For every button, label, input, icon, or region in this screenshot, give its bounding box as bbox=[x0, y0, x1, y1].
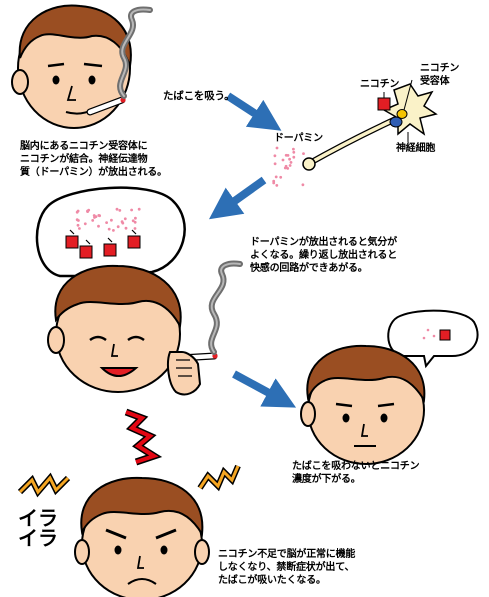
dopamine-dot bbox=[76, 223, 80, 227]
dopamine-dot bbox=[118, 209, 122, 212]
dopamine-dot bbox=[97, 224, 100, 228]
dopamine-dot bbox=[115, 207, 119, 211]
dopamine-dot bbox=[86, 210, 89, 214]
dopamine-dot bbox=[286, 167, 290, 170]
thought-bubble-small bbox=[387, 309, 479, 369]
neuron-icon bbox=[302, 83, 438, 171]
dopamine-dot bbox=[134, 216, 137, 220]
dopamine-dot bbox=[272, 181, 276, 185]
dopamine-dot bbox=[301, 183, 305, 187]
label-nerve-cell: 神経細胞 bbox=[396, 143, 436, 154]
nerve-cell-body bbox=[382, 83, 438, 136]
dopamine-dot bbox=[124, 226, 128, 230]
dopamine-dot bbox=[289, 161, 293, 164]
label-nicotine: ニコチン bbox=[360, 79, 400, 90]
dopamine-dot bbox=[288, 157, 291, 161]
dopamine-dot bbox=[76, 209, 80, 213]
dopamine-dot bbox=[275, 146, 279, 150]
flow-arrow-1 bbox=[225, 92, 282, 131]
dopamine-dot bbox=[284, 153, 288, 157]
dopamine-dot bbox=[105, 221, 108, 225]
dopamine-dot bbox=[292, 147, 295, 151]
caption-receptor: 脳内にあるニコチン受容体に ニコチンが結合。神経伝達物 質（ドーパミン）が放出さ… bbox=[20, 141, 167, 178]
dopamine-dot bbox=[110, 218, 113, 222]
caption-smoke: たばこを吸う。 bbox=[163, 90, 235, 102]
dopamine-dot bbox=[112, 229, 115, 232]
smoking-man-face bbox=[11, 4, 132, 129]
neutral-man-face bbox=[300, 344, 426, 465]
smoke-icon-2 bbox=[208, 260, 243, 355]
dopamine-dot bbox=[97, 214, 101, 217]
dopamine-dot bbox=[77, 219, 80, 222]
hand-with-cigarette-icon bbox=[167, 351, 218, 396]
happy-man-face bbox=[47, 264, 182, 393]
dopamine-dot bbox=[283, 166, 287, 170]
dopamine-dot bbox=[292, 150, 296, 154]
cigarette-icon bbox=[86, 96, 126, 116]
dopamine-dot bbox=[274, 175, 278, 179]
dopamine-dot bbox=[292, 155, 296, 159]
irritated-man-face bbox=[74, 476, 210, 597]
dopamine-particles bbox=[272, 146, 305, 187]
dopamine-dot bbox=[275, 184, 279, 187]
dopamine-dot bbox=[281, 158, 285, 162]
dopamine-particles-bubble bbox=[75, 207, 141, 232]
dopamine-dot bbox=[121, 221, 125, 225]
dopamine-dot bbox=[137, 207, 141, 211]
dopamine-dot bbox=[133, 220, 137, 224]
dopamine-dot bbox=[273, 154, 277, 158]
dopamine-dot bbox=[116, 225, 120, 229]
dopamine-dot bbox=[107, 227, 111, 231]
dopamine-dot bbox=[133, 227, 137, 230]
iraira-text: イラ イラ bbox=[18, 506, 58, 550]
caption-concentration-drop: たばこを吸わないとニコチン 濃度が下がる。 bbox=[292, 461, 420, 485]
flow-arrow-2 bbox=[208, 176, 267, 220]
receptor-icons-bubble bbox=[65, 229, 141, 259]
dopamine-dot bbox=[130, 208, 134, 212]
flow-arrow-3 bbox=[232, 370, 297, 408]
receptor-icon bbox=[389, 109, 408, 128]
dopamine-dot bbox=[123, 217, 127, 221]
jagged-line-left bbox=[17, 472, 71, 498]
caption-withdrawal: ニコチン不足で脳が正常に機能 しなくなり、禁断症状が出て、 たばこが吸いたくなる… bbox=[218, 549, 356, 586]
dopamine-dot bbox=[94, 215, 98, 219]
dopamine-dot bbox=[288, 164, 292, 167]
nicotine-icon bbox=[377, 97, 391, 111]
dopamine-dot bbox=[83, 222, 87, 226]
label-dopamine: ドーパミン bbox=[274, 133, 323, 144]
dopamine-dot bbox=[302, 152, 305, 156]
lightning-icon bbox=[124, 408, 163, 466]
dopamine-dot bbox=[279, 175, 283, 179]
jagged-line-right bbox=[197, 464, 241, 492]
dopamine-dot bbox=[78, 227, 81, 230]
dopamine-dot bbox=[273, 162, 277, 166]
caption-dopamine-effect: ドーパミンが放出されると気分が よくなる。繰り返し放出されると 快感の回路ができ… bbox=[250, 237, 397, 274]
dopamine-dot bbox=[131, 219, 135, 223]
label-receptor: ニコチン 受容体 bbox=[420, 63, 460, 87]
dopamine-dot bbox=[91, 219, 95, 222]
